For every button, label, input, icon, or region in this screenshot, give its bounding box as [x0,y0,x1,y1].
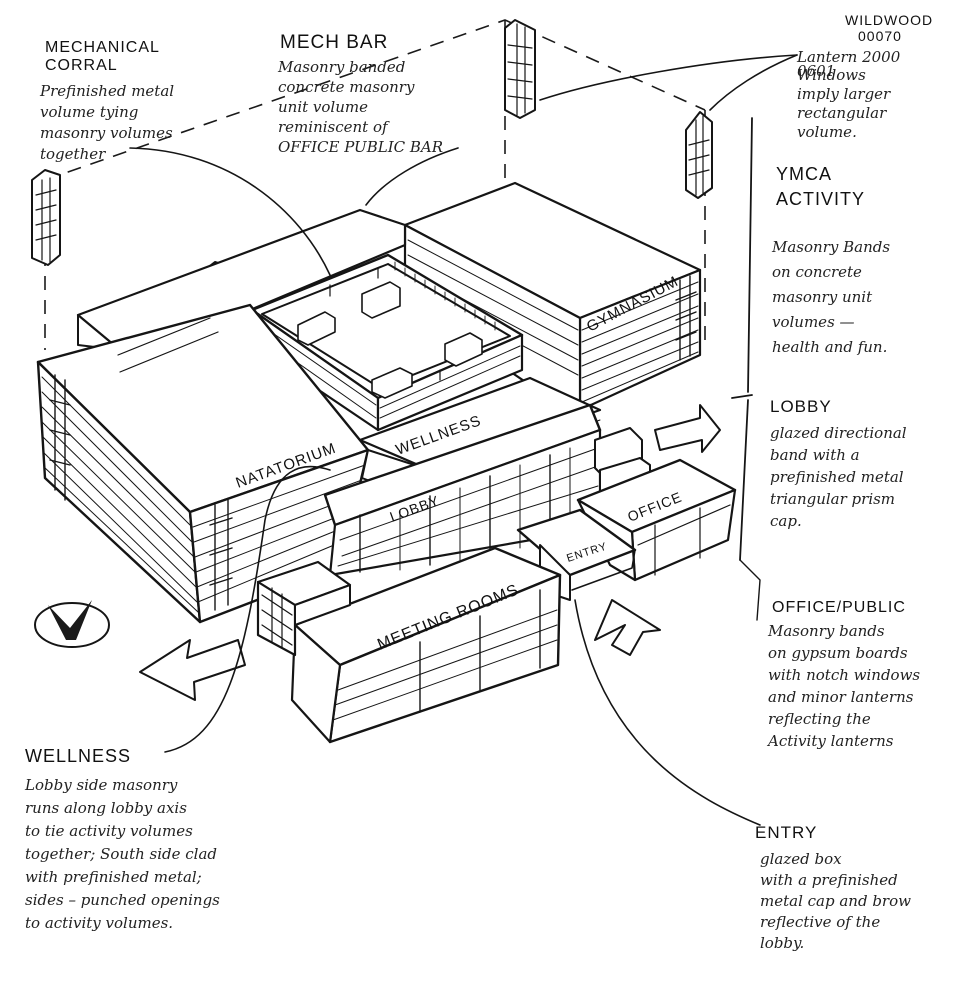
lantern-right [685,111,713,199]
arrow-east [654,404,721,453]
mechanical-corral-volume [250,253,524,432]
lantern-left [31,169,61,266]
lower-box-volume [256,560,352,657]
office-public-title: OFFICE/PUBLIC [772,599,906,616]
entry-title: ENTRY [755,823,817,842]
project-number: 00070 [858,28,902,44]
north-indicator [34,600,110,648]
natatorium-volume [36,303,370,624]
arrow-west [139,639,246,701]
arrow-north [594,599,661,656]
wellness-title: WELLNESS [25,746,131,766]
leader-lines [129,54,798,826]
meeting-rooms-volume [290,546,562,744]
mech-bar-title: MECH BAR [280,32,388,53]
annotation-brackets [731,117,761,621]
lobby-title: LOBBY [770,397,832,416]
lantern-top [504,19,536,119]
project-name: WILDWOOD [845,12,933,28]
